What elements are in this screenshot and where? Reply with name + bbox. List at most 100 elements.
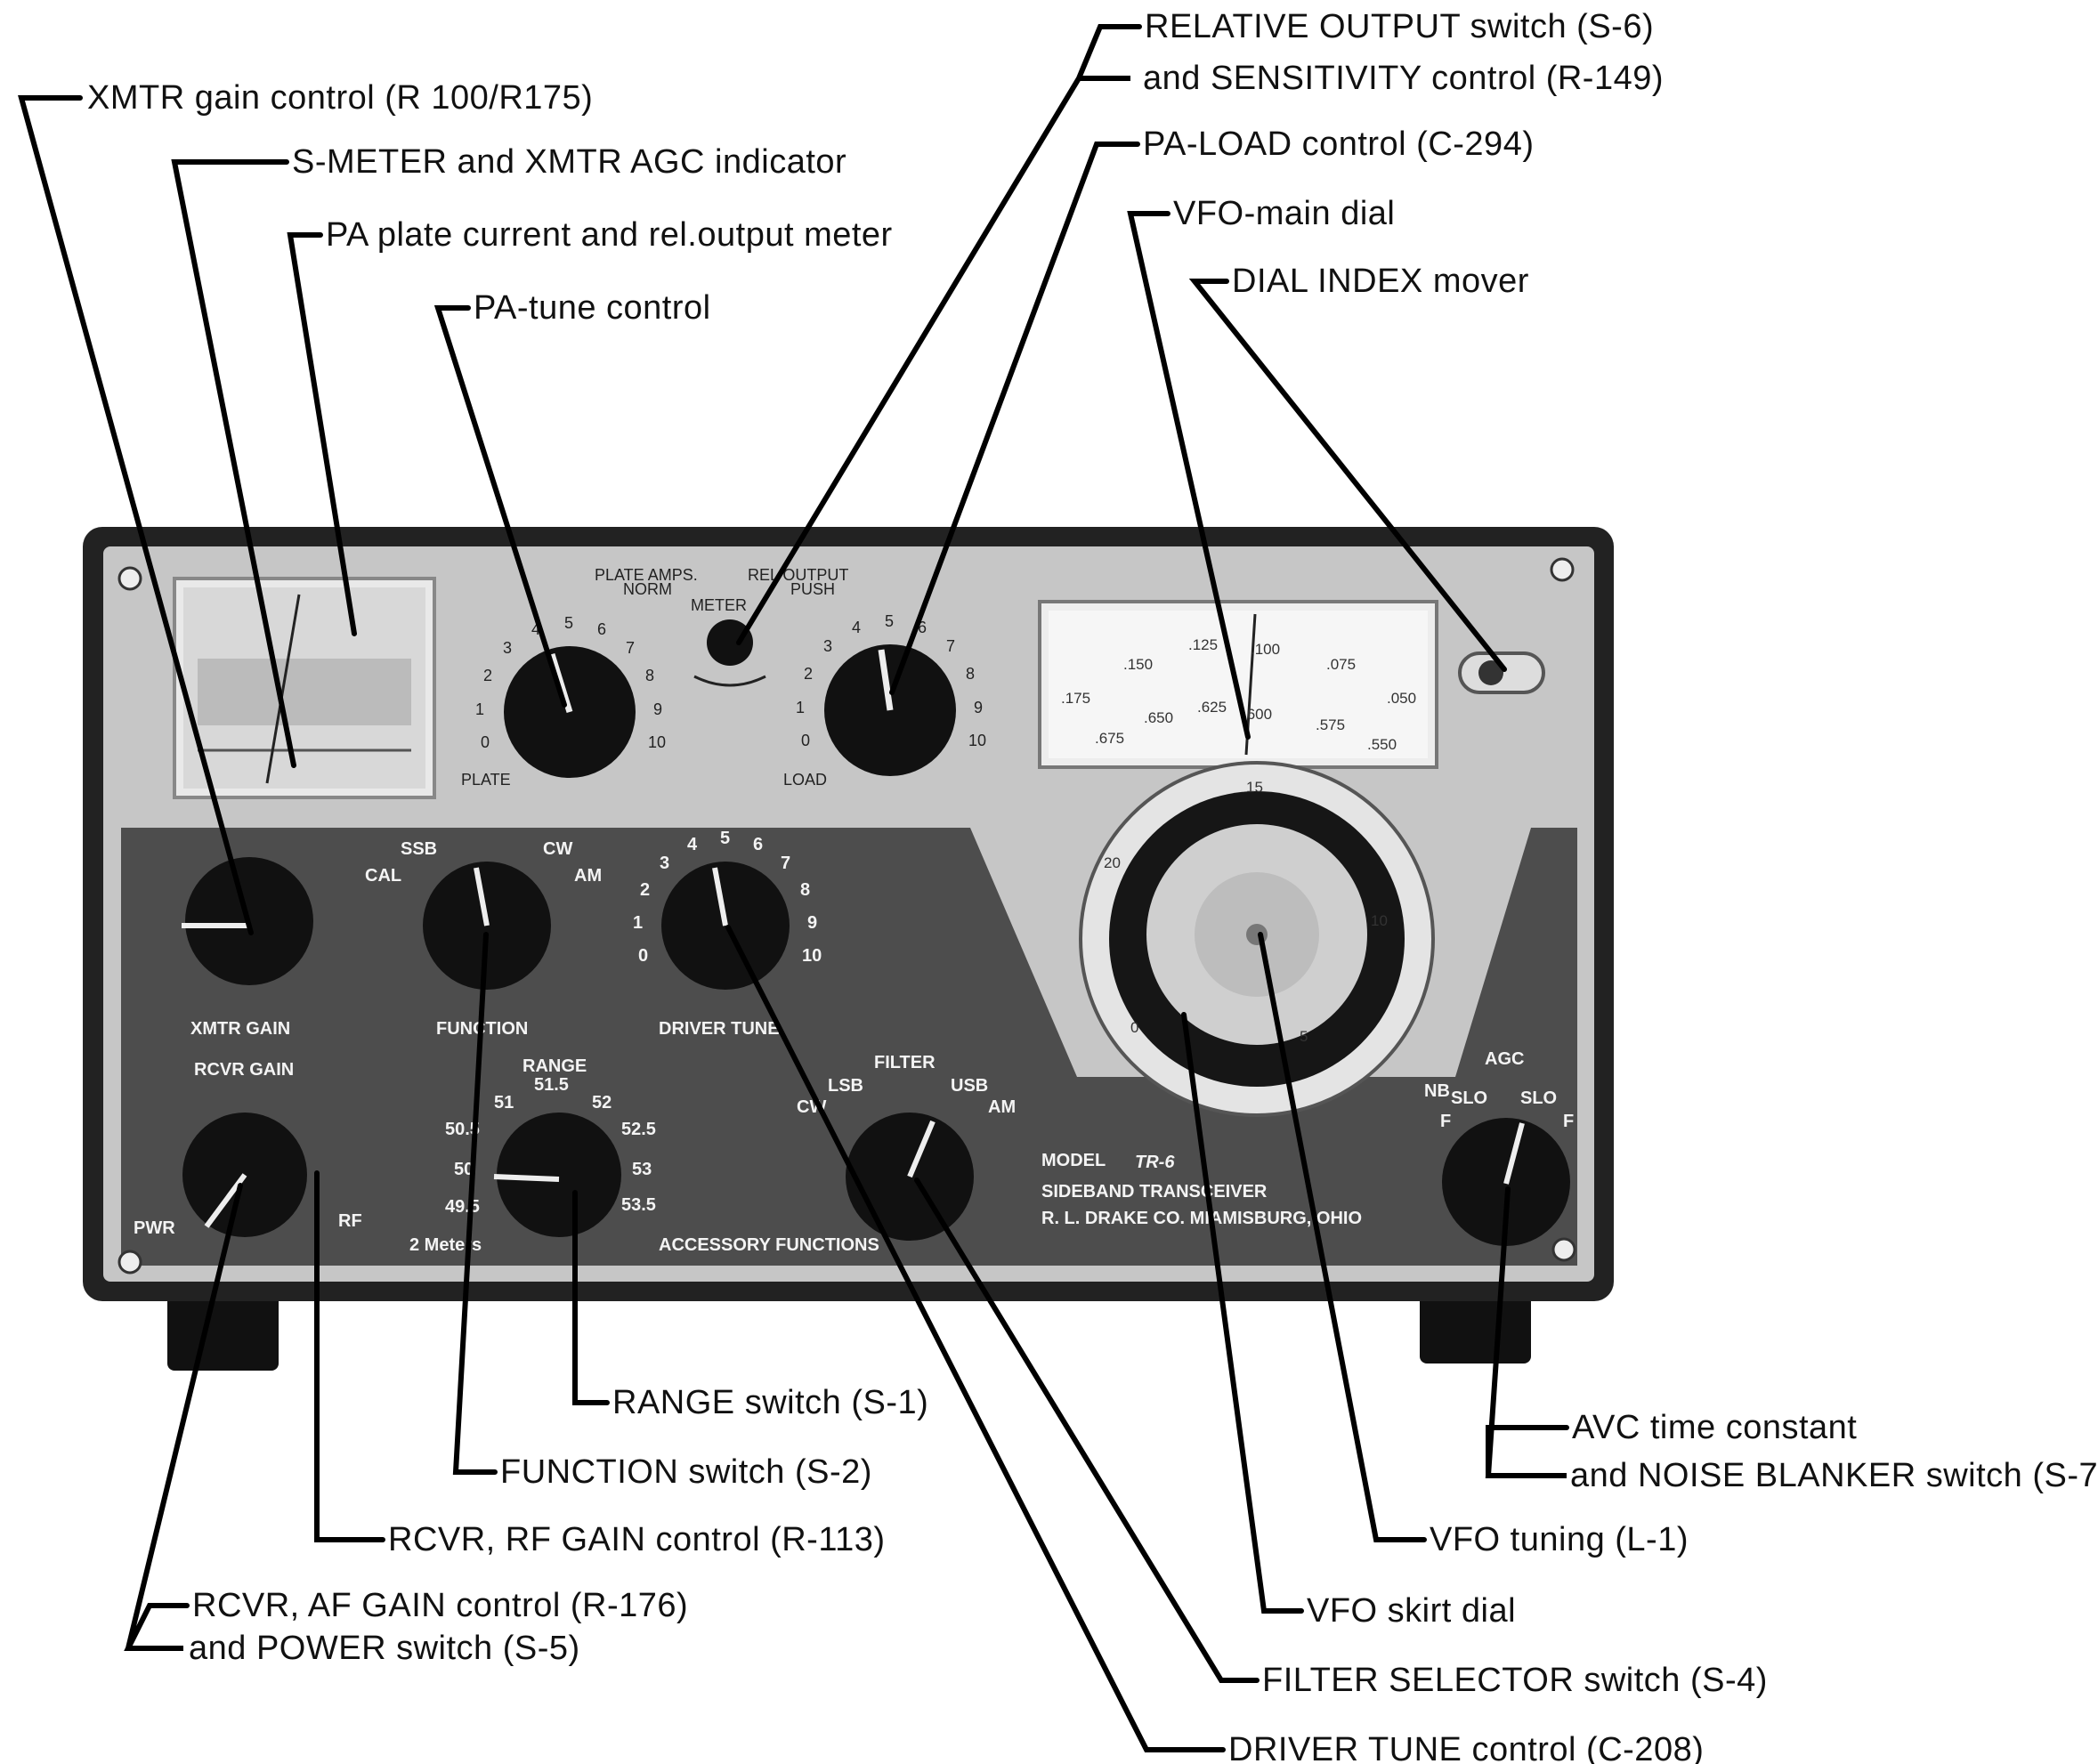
nb-label: NB: [1424, 1081, 1450, 1101]
driver-scale-value: 5: [720, 829, 730, 848]
function-cal: CAL: [365, 866, 401, 886]
agc-knob[interactable]: [1442, 1118, 1570, 1246]
skirt-value: 15: [1246, 779, 1263, 796]
leader-lines: [18, 24, 1569, 1752]
range-scale-value: 51.5: [534, 1075, 569, 1095]
plate-scale-value: 10: [648, 733, 666, 751]
vfo-dial-value: .100: [1251, 641, 1280, 658]
callout-rel-output-2: and SENSITIVITY control (R-149): [1143, 60, 1664, 97]
meter-switch[interactable]: [693, 619, 766, 687]
skirt-value: 10: [1371, 912, 1388, 929]
driver-scale-value: 8: [800, 880, 810, 900]
agc-f-1: F: [1440, 1112, 1451, 1131]
callout-driver-tune: DRIVER TUNE control (C-208): [1228, 1731, 1704, 1764]
vfo-tuning-knob[interactable]: [1146, 824, 1367, 1045]
function-ssb: SSB: [401, 839, 437, 859]
load-scale-value: 3: [823, 637, 832, 655]
leader-rcvr-af: [124, 1183, 243, 1651]
leader-filter: [914, 1177, 1260, 1683]
leader-xmtr-gain: [18, 95, 254, 935]
filter-am: AM: [988, 1097, 1016, 1117]
plate-label: PLATE: [461, 771, 511, 789]
plate-scale-value: 4: [531, 620, 540, 638]
callout-dial-index: DIAL INDEX mover: [1232, 263, 1529, 300]
load-knob[interactable]: [824, 644, 956, 776]
plate-knob[interactable]: [504, 646, 636, 778]
plate-scale-value: 5: [564, 614, 573, 632]
filter-knob[interactable]: [846, 1113, 974, 1241]
callout-avc-1: AVC time constant: [1572, 1409, 1857, 1446]
load-label: LOAD: [783, 771, 827, 789]
callout-smeter: S-METER and XMTR AGC indicator: [292, 143, 846, 181]
leader-vfo-tuning: [1258, 932, 1427, 1542]
load-scale-value: 8: [966, 665, 975, 683]
load-scale-value: 6: [918, 619, 927, 636]
range-scale-value: 50: [454, 1160, 474, 1179]
agc-slo-1: SLO: [1451, 1088, 1487, 1108]
transceiver: PLATE PLATE AMPS. NORM REL OUTPUT PUSH M…: [83, 527, 1614, 1371]
plate-scale-value: 2: [483, 667, 492, 684]
vfo-dial-value: .075: [1326, 656, 1356, 673]
callout-rcvr-af-1: RCVR, AF GAIN control (R-176): [192, 1587, 688, 1624]
driver-scale-value: 9: [807, 913, 817, 933]
range-scale-value: 49.5: [445, 1197, 480, 1217]
range-scale-value: 50.5: [445, 1120, 480, 1139]
driver-scale-value: 3: [660, 854, 669, 873]
plate-scale-value: 8: [645, 667, 654, 684]
leader-smeter: [171, 159, 296, 768]
range-scale-value: 53.5: [621, 1195, 656, 1215]
callout-pa-tune: PA-tune control: [474, 289, 711, 327]
pwr-label: PWR: [134, 1218, 175, 1238]
vfo-dial-value: .625: [1197, 699, 1227, 716]
plate-scale-value: 1: [475, 700, 484, 718]
agc-label: AGC: [1485, 1049, 1524, 1069]
vfo-dial-value: .125: [1188, 636, 1218, 653]
leader-vfo-main: [1127, 211, 1251, 740]
leader-pa-tune: [433, 305, 567, 708]
screws: [117, 557, 1576, 1274]
plate-scale-value: 6: [597, 620, 606, 638]
agc-f-2: F: [1563, 1112, 1574, 1131]
filter-usb: USB: [951, 1076, 988, 1096]
vfo-dial-value: .150: [1123, 656, 1153, 673]
skirt-value: 0: [1130, 1019, 1138, 1036]
callout-filter: FILTER SELECTOR switch (S-4): [1262, 1662, 1768, 1699]
rcvr-gain-knob[interactable]: [182, 1113, 307, 1237]
filter-label: FILTER: [874, 1053, 936, 1072]
foot-right: [1420, 1282, 1531, 1363]
function-cw: CW: [543, 839, 572, 859]
dial-index-mover[interactable]: [1458, 651, 1545, 694]
plate-amps-label: PLATE AMPS.: [595, 566, 698, 584]
leader-pa-load: [889, 142, 1140, 695]
callout-avc-2: and NOISE BLANKER switch (S-7): [1570, 1457, 2098, 1494]
load-scale-value: 5: [885, 612, 894, 630]
callout-pa-load: PA-LOAD control (C-294): [1143, 125, 1534, 163]
vfo-dial-value: .550: [1367, 736, 1397, 753]
load-scale-value: 0: [801, 732, 810, 749]
load-scale-value: 9: [974, 699, 983, 716]
callout-function: FUNCTION switch (S-2): [500, 1453, 872, 1491]
range-label: RANGE: [522, 1056, 587, 1076]
model-name: TR-6: [1135, 1153, 1175, 1172]
function-knob[interactable]: [423, 862, 551, 990]
driver-tune-label: DRIVER TUNE: [659, 1019, 780, 1039]
callout-rel-output-1: RELATIVE OUTPUT switch (S-6): [1145, 8, 1654, 45]
load-scale-value: 4: [852, 619, 861, 636]
callout-vfo-tuning: VFO tuning (L-1): [1430, 1521, 1689, 1558]
accessory-label: ACCESSORY FUNCTIONS: [659, 1235, 879, 1255]
range-scale-value: 53: [632, 1160, 652, 1179]
rcvr-gain-label: RCVR GAIN: [194, 1060, 294, 1080]
driver-tune-knob[interactable]: [661, 862, 790, 990]
meter-label: METER: [691, 596, 747, 614]
foot-left: [167, 1282, 279, 1371]
load-scale-value: 10: [968, 732, 986, 749]
leader-dial-index: [1188, 279, 1507, 672]
rel-output-label: REL OUTPUT: [748, 566, 848, 584]
vfo-dial-value: .600: [1243, 706, 1272, 723]
driver-scale-value: 2: [640, 880, 650, 900]
range-knob[interactable]: [493, 1113, 621, 1237]
callout-vfo-main: VFO-main dial: [1173, 195, 1395, 232]
